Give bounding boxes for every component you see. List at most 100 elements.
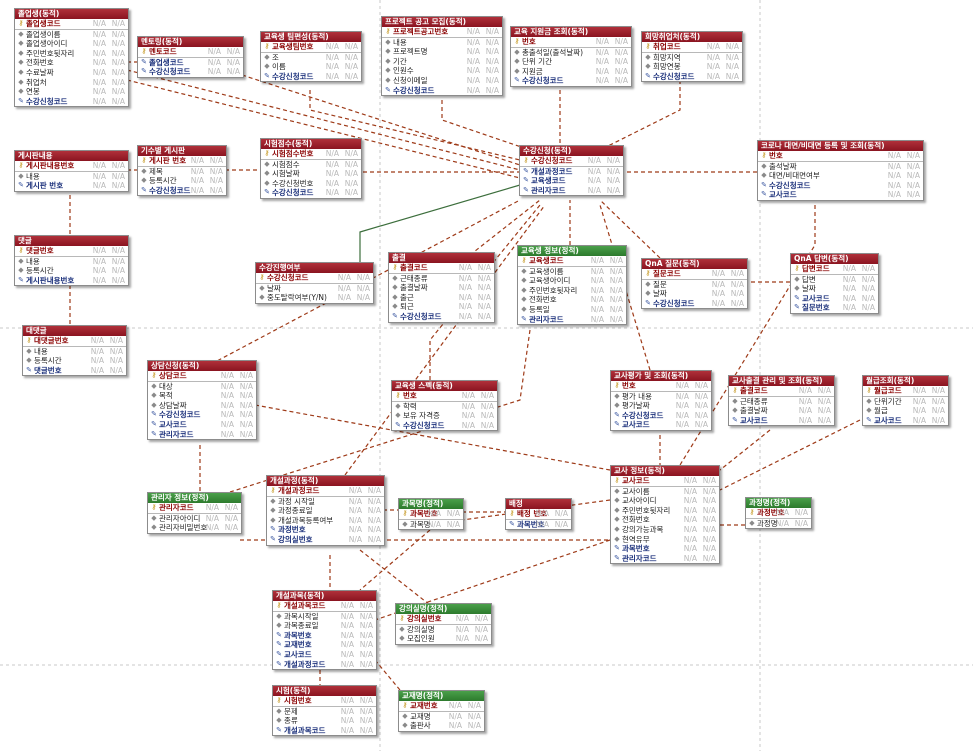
entity-attribute[interactable]: ◆기간N/AN/A	[382, 57, 502, 67]
entity-attribute[interactable]: ✎교사코드N/AN/A	[273, 650, 376, 660]
entity-attribute[interactable]: ⚷번호N/AN/A	[511, 37, 631, 48]
entity-attribute[interactable]: ✎개설과정코드N/AN/A	[520, 167, 623, 177]
entity-attribute[interactable]: ◆내용N/AN/A	[15, 172, 128, 182]
entity-attribute[interactable]: ⚷수강신청코드N/AN/A	[256, 273, 373, 284]
entity-attribute[interactable]: ✎수강신청코드N/AN/A	[642, 72, 742, 82]
entity-attribute[interactable]: ⚷관리자코드N/AN/A	[148, 503, 241, 514]
entity-attribute[interactable]: ◆조N/AN/A	[261, 53, 361, 63]
entity-attribute[interactable]: ◆출결날짜N/AN/A	[729, 406, 834, 416]
entity-attribute[interactable]: ✎수강신청코드N/AN/A	[758, 181, 923, 191]
entity-attribute[interactable]: ✎과목번호N/AN/A	[506, 520, 571, 530]
entity-attribute[interactable]: ✎관리자코드N/AN/A	[520, 186, 623, 196]
entity-attribute[interactable]: ✎수강신청코드N/AN/A	[148, 410, 256, 420]
entity-salary[interactable]: 월급조회(동적)⚷월급코드N/AN/A◆단위기간N/AN/A◆월급N/AN/A✎…	[862, 375, 949, 427]
entity-attribute[interactable]: ◆질문N/AN/A	[642, 280, 747, 290]
entity-teacher[interactable]: 교사 정보(동적)⚷교사코드N/AN/A◆교사이름N/AN/A◆교사아이디N/A…	[610, 465, 720, 565]
entity-admin[interactable]: 관리자 정보(정적)⚷관리자코드N/AN/A◆관리자아이디N/AN/A◆관리자비…	[147, 492, 242, 534]
entity-attribute[interactable]: ⚷수강신청코드N/AN/A	[520, 156, 623, 167]
entity-student[interactable]: 교육생 정보(정적)⚷교육생코드N/AN/A◆교육생이름N/AN/A◆교육생아이…	[517, 245, 627, 326]
entity-attribute[interactable]: ◆수강신청번호N/AN/A	[261, 179, 361, 189]
entity-attribute[interactable]: ✎관리자코드N/AN/A	[148, 430, 256, 440]
entity-attribute[interactable]: ✎수강신청코드N/AN/A	[261, 72, 361, 82]
entity-attribute[interactable]: ◆교사이름N/AN/A	[611, 487, 719, 497]
entity-attribute[interactable]: ✎수강신청코드N/AN/A	[392, 421, 497, 431]
entity-spec[interactable]: 교육생 스펙(동적)⚷번호N/AN/A◆학력N/AN/A◆보유 자격증N/AN/…	[391, 380, 498, 432]
entity-opensubj[interactable]: 개설과목(동적)⚷개설과목코드N/AN/A◆과목시작일N/AN/A◆과목종료일N…	[272, 590, 377, 671]
entity-rereply[interactable]: 대댓글⚷대댓글번호N/AN/A◆내용N/AN/A◆등록시간N/AN/A✎댓글번호…	[22, 325, 127, 377]
entity-attribute[interactable]: ✎교육생코드N/AN/A	[520, 176, 623, 186]
entity-attribute[interactable]: ◆과정명N/AN/A	[746, 519, 811, 529]
entity-attribute[interactable]: ✎개설과목코드N/AN/A	[273, 726, 376, 736]
entity-attribute[interactable]: ◆등록시간N/AN/A	[138, 176, 226, 186]
entity-attribute[interactable]: ⚷번호N/AN/A	[392, 391, 497, 402]
entity-attribute[interactable]: ⚷교육생코드N/AN/A	[518, 256, 626, 267]
entity-dropout[interactable]: 수강진행여부⚷수강신청코드N/AN/A◆날짜N/AN/A◆중도탈락여부(Y/N)…	[255, 262, 374, 304]
entity-attribute[interactable]: ◆평가날짜N/AN/A	[611, 401, 711, 411]
entity-test[interactable]: 시험(동적)⚷시험번호N/AN/A◆문제N/AN/A◆종류N/AN/A✎개설과목…	[272, 685, 377, 737]
entity-attribute[interactable]: ◆목적N/AN/A	[148, 391, 256, 401]
entity-attribute[interactable]: ◆날짜N/AN/A	[642, 289, 747, 299]
entity-attribute[interactable]: ◆전화번호N/AN/A	[518, 295, 626, 305]
entity-reply[interactable]: 댓글⚷댓글번호N/AN/A◆내용N/AN/A◆등록시간N/AN/A✎게시판내용번…	[14, 235, 129, 287]
entity-attribute[interactable]: ◆날짜N/AN/A	[791, 284, 878, 294]
entity-attribute[interactable]: ◆연봉N/AN/A	[15, 87, 128, 97]
entity-attribute[interactable]: ◆과목명N/AN/A	[399, 520, 463, 530]
entity-qna_q[interactable]: QnA 질문(동적)⚷질문코드N/AN/A◆질문N/AN/A◆날짜N/AN/A✎…	[641, 258, 748, 310]
entity-attribute[interactable]: ✎댓글번호N/AN/A	[23, 366, 126, 376]
entity-assign[interactable]: 배정⚷배정 번호N/AN/A✎과목번호N/AN/A	[505, 498, 572, 531]
entity-attribute[interactable]: ◆교육생아이디N/AN/A	[518, 276, 626, 286]
entity-attribute[interactable]: ◆월급N/AN/A	[863, 406, 948, 416]
entity-attribute[interactable]: ✎교사코드N/AN/A	[729, 416, 834, 426]
entity-attribute[interactable]: ⚷질문코드N/AN/A	[642, 269, 747, 280]
entity-hope[interactable]: 희망취업처(동적)⚷취업코드N/AN/A◆희망지역N/AN/A◆희망연봉N/AN…	[641, 31, 743, 83]
entity-attribute[interactable]: ⚷취업코드N/AN/A	[642, 42, 742, 53]
entity-corona[interactable]: 코로나 대면/비대면 등록 및 조회(동적)⚷번호N/AN/A◆출석날짜N/AN…	[757, 140, 924, 201]
entity-attribute[interactable]: ✎수강신청코드N/AN/A	[138, 186, 226, 196]
entity-attribute[interactable]: ◆인원수N/AN/A	[382, 66, 502, 76]
entity-attribute[interactable]: ◆주민번호뒷자리N/AN/A	[518, 286, 626, 296]
entity-attribute[interactable]: ◆상담날짜N/AN/A	[148, 401, 256, 411]
entity-attribute[interactable]: ◆졸업생이름N/AN/A	[15, 30, 128, 40]
entity-attribute[interactable]: ◆대상N/AN/A	[148, 382, 256, 392]
entity-attribute[interactable]: ⚷게시판내용번호N/AN/A	[15, 161, 128, 172]
entity-attribute[interactable]: ◆학력N/AN/A	[392, 402, 497, 412]
entity-attribute[interactable]: ◆희망연봉N/AN/A	[642, 62, 742, 72]
entity-attribute[interactable]: ◆신청이메일N/AN/A	[382, 76, 502, 86]
entity-coursename[interactable]: 과정명(정적)⚷과정번호N/AN/A◆과정명N/AN/A	[745, 497, 812, 530]
entity-attribute[interactable]: ✎강의실번호N/AN/A	[267, 535, 384, 545]
entity-subject[interactable]: 과목명(정적)⚷과목번호N/AN/A◆과목명N/AN/A	[398, 498, 464, 531]
entity-attribute[interactable]: ◆현역유무N/AN/A	[611, 535, 719, 545]
entity-attribute[interactable]: ◆주민번호뒷자리N/AN/A	[15, 49, 128, 59]
entity-attribute[interactable]: ◆관리자비밀번호N/AN/A	[148, 523, 241, 533]
entity-attribute[interactable]: ◆단위기간N/AN/A	[863, 397, 948, 407]
entity-attribute[interactable]: ◆교육생이름N/AN/A	[518, 267, 626, 277]
entity-attribute[interactable]: ◆전화번호N/AN/A	[611, 515, 719, 525]
entity-attribute[interactable]: ◆시험점수N/AN/A	[261, 160, 361, 170]
entity-attribute[interactable]: ✎수강신청코드N/AN/A	[611, 411, 711, 421]
entity-attribute[interactable]: ◆내용N/AN/A	[23, 347, 126, 357]
entity-attribute[interactable]: ✎게시판 번호N/AN/A	[15, 181, 128, 191]
entity-attribute[interactable]: ◆강의가능과목N/AN/A	[611, 525, 719, 535]
entity-mentor[interactable]: 멘토링(동적)⚷멘토코드N/AN/A✎졸업생코드N/AN/A✎수강신청코드N/A…	[137, 36, 244, 78]
entity-attribute[interactable]: ✎교재번호N/AN/A	[273, 640, 376, 650]
entity-attribute[interactable]: ◆강의실명N/AN/A	[396, 625, 491, 635]
entity-attribute[interactable]: ◆출근N/AN/A	[389, 293, 494, 303]
entity-attribute[interactable]: ◆수료날짜N/AN/A	[15, 68, 128, 78]
entity-enroll[interactable]: 수강신청(동적)⚷수강신청코드N/AN/A✎개설과정코드N/AN/A✎교육생코드…	[519, 145, 624, 197]
entity-attribute[interactable]: ⚷상담코드N/AN/A	[148, 371, 256, 382]
entity-attribute[interactable]: ✎교사코드N/AN/A	[791, 294, 878, 304]
entity-exam[interactable]: 시험점수(동적)⚷시험점수번호N/AN/A◆시험점수N/AN/A◆시험날짜N/A…	[260, 138, 362, 199]
entity-attribute[interactable]: ⚷답변코드N/AN/A	[791, 264, 878, 275]
entity-attribute[interactable]: ⚷과목번호N/AN/A	[399, 509, 463, 520]
entity-attribute[interactable]: ✎과정번호N/AN/A	[267, 525, 384, 535]
entity-attribute[interactable]: ⚷번호N/AN/A	[758, 151, 923, 162]
entity-attribute[interactable]: ◆출석날짜N/AN/A	[758, 162, 923, 172]
entity-attribute[interactable]: ⚷번호N/AN/A	[611, 381, 711, 392]
entity-attribute[interactable]: ✎관리자코드N/AN/A	[611, 554, 719, 564]
entity-attribute[interactable]: ✎교사코드N/AN/A	[148, 420, 256, 430]
entity-consult[interactable]: 상담신청(동적)⚷상담코드N/AN/A◆대상N/AN/A◆목적N/AN/A◆상담…	[147, 360, 257, 441]
entity-attribute[interactable]: ◆졸업생아이디N/AN/A	[15, 39, 128, 49]
entity-attribute[interactable]: ◆교사아이디N/AN/A	[611, 496, 719, 506]
entity-attribute[interactable]: ◆보유 자격증N/AN/A	[392, 411, 497, 421]
entity-attribute[interactable]: ◆이름N/AN/A	[261, 62, 361, 72]
